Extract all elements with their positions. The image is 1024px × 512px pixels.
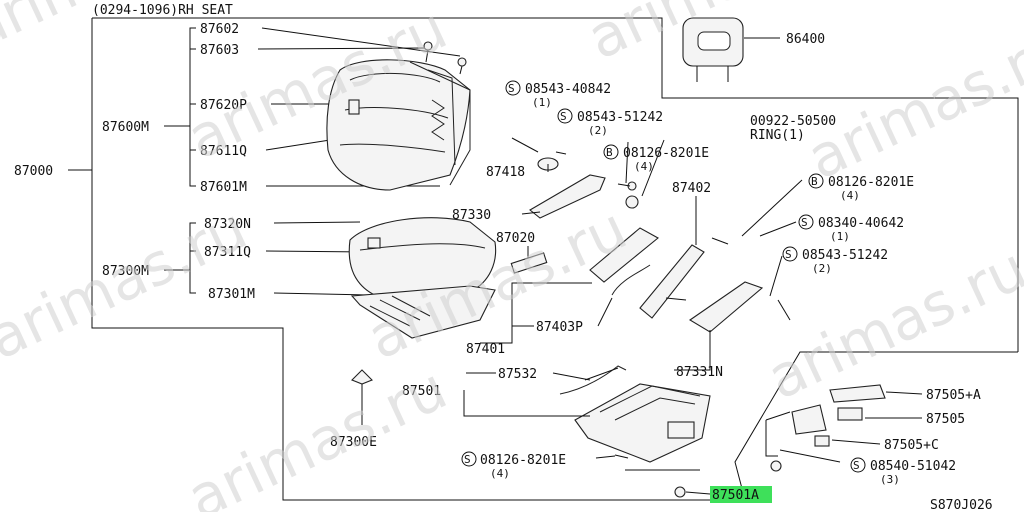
label-87505-a: 87505+A: [926, 388, 981, 403]
diagram-code: S870J026: [930, 498, 993, 512]
mark-s-3: S: [801, 216, 808, 229]
label-87401: 87401: [466, 342, 505, 357]
label-08340-40642-qty: (1): [830, 230, 850, 243]
watermark-5: arimas.ru: [0, 194, 257, 373]
label-87300e: 87300E: [330, 435, 377, 450]
label-87602: 87602: [200, 22, 239, 37]
label-08126-8201e-b-qty: (4): [840, 189, 860, 202]
label-87505-c: 87505+C: [884, 438, 939, 453]
frame-lines: [68, 17, 1019, 501]
label-87532: 87532: [498, 367, 537, 382]
label-87611q: 87611Q: [200, 144, 247, 159]
label-08543-51242-qty: (2): [588, 124, 608, 137]
seat-cushion: [348, 217, 497, 339]
label-87501: 87501: [402, 384, 441, 399]
label-08340-40642: 08340-40642: [818, 216, 904, 231]
label-08543-40842: 08543-40842: [525, 82, 611, 97]
label-87403p: 87403P: [536, 320, 583, 335]
label-00922-50500: 00922-50500: [750, 114, 836, 129]
highlight-87501a: [710, 486, 772, 503]
label-87000: 87000: [14, 164, 53, 179]
label-08543-51242: 08543-51242: [577, 110, 663, 125]
label-87505: 87505: [926, 412, 965, 427]
label-08126-8201e-c-qty: (4): [490, 467, 510, 480]
label-08126-8201e-a: 08126-8201E: [623, 146, 709, 161]
mark-s-1: S: [508, 82, 515, 95]
mark-s-2: S: [560, 110, 567, 123]
mark-b-1: B: [606, 146, 613, 159]
label-87402: 87402: [672, 181, 711, 196]
headrest: [682, 17, 780, 82]
rail-leaders: [463, 372, 616, 459]
label-87311q: 87311Q: [204, 245, 251, 260]
seatback-bracket: [164, 27, 461, 187]
label-08126-8201e-c: 08126-8201E: [480, 453, 566, 468]
mark-b-2: B: [811, 175, 818, 188]
label-08126-8201e-a-qty: (4): [634, 160, 654, 173]
clip-87300e: [351, 369, 373, 425]
label-87300m: 87300M: [102, 264, 149, 279]
label-08543-51242-b-qty: (2): [812, 262, 832, 275]
mark-s-5: S: [464, 453, 471, 466]
headrest-pins: [423, 41, 467, 75]
seat-slide-rail: [559, 365, 711, 471]
label-ring: RING(1): [750, 128, 805, 143]
fastener-marks: S S B B S S S S: [461, 80, 866, 473]
label-08540-51042-qty: (3): [880, 473, 900, 486]
lever-detail: [674, 384, 923, 498]
label-87330: 87330: [452, 208, 491, 223]
recliner-hardware: [510, 137, 791, 333]
label-87301m: 87301M: [208, 287, 255, 302]
label-08126-8201e-b: 08126-8201E: [828, 175, 914, 190]
mark-s-6: S: [853, 459, 860, 472]
label-87501a[interactable]: 87501A: [712, 488, 759, 503]
label-08543-51242-b: 08543-51242: [802, 248, 888, 263]
label-08540-51042: 08540-51042: [870, 459, 956, 474]
label-87020: 87020: [496, 231, 535, 246]
watermark-4: arimas.ru: [797, 14, 1024, 193]
mark-s-4: S: [785, 248, 792, 261]
label-87331n: 87331N: [676, 365, 723, 380]
label-87603: 87603: [200, 43, 239, 58]
center-leaders: [480, 139, 803, 371]
label-87600m: 87600M: [102, 120, 149, 135]
label-86400: 86400: [786, 32, 825, 47]
diagram-title: (0294-1096)RH SEAT: [92, 3, 233, 18]
watermark-7: arimas.ru: [757, 234, 1024, 413]
seat-back: [326, 59, 471, 191]
label-87601m: 87601M: [200, 180, 247, 195]
label-87320n: 87320N: [204, 217, 251, 232]
watermark-8: arimas.ru: [177, 354, 457, 512]
label-87620p: 87620P: [200, 98, 247, 113]
part-labels: (0294-1096)RH SEAT 87000 87600M 87602 87…: [14, 3, 993, 512]
label-87418: 87418: [486, 165, 525, 180]
label-08543-40842-qty: (1): [532, 96, 552, 109]
